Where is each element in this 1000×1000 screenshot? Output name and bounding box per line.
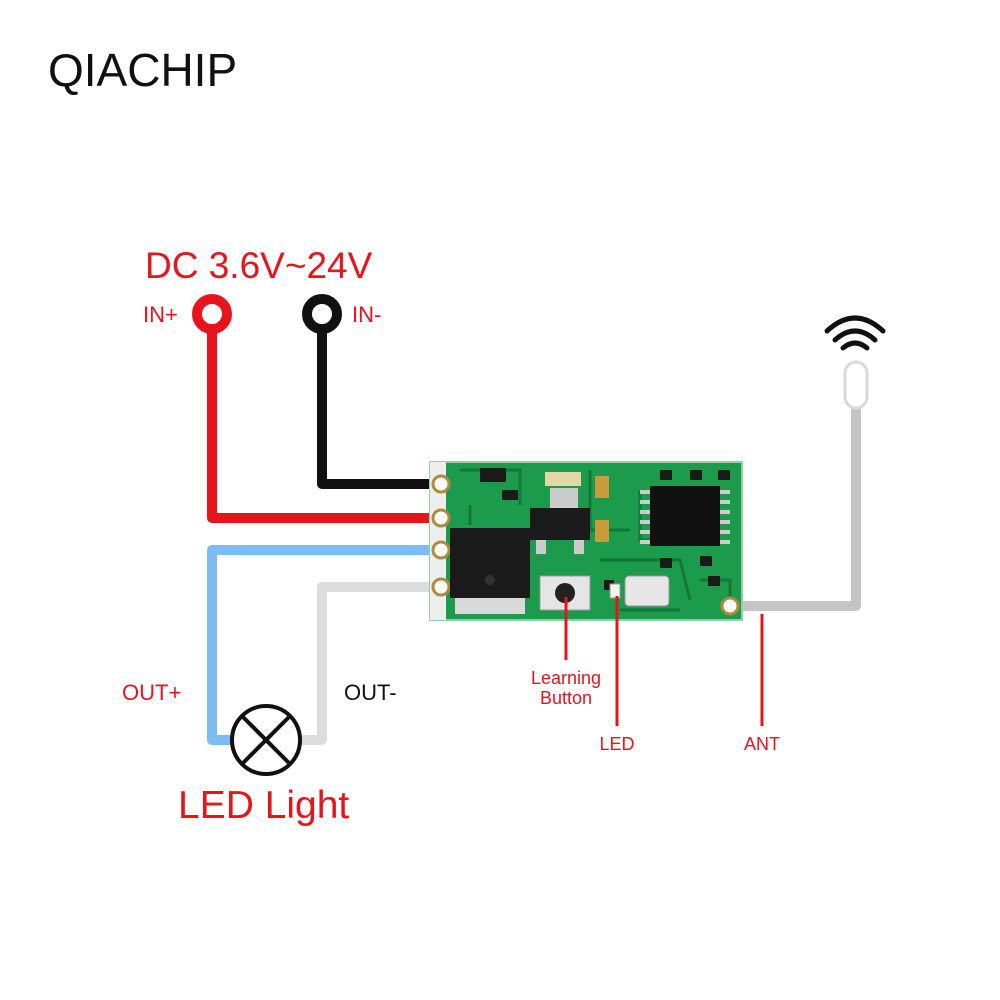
antenna-tip xyxy=(843,360,869,410)
ic-chip xyxy=(640,486,730,546)
led-label: LED xyxy=(599,734,634,754)
out-minus-wire xyxy=(298,582,440,745)
brand-title: QIACHIP xyxy=(48,44,237,96)
ant-label: ANT xyxy=(744,734,780,754)
in-minus-label: IN- xyxy=(352,302,381,327)
out-plus-label: OUT+ xyxy=(122,680,181,705)
antenna-wire xyxy=(732,400,861,611)
led-lamp-icon xyxy=(230,704,302,776)
crystal-oscillator xyxy=(624,575,670,607)
terminal-pads xyxy=(431,474,451,597)
led-light-label: LED Light xyxy=(178,784,349,827)
receiver-module-board xyxy=(429,461,743,621)
board-led xyxy=(609,583,621,599)
learning-button-label-line2: Button xyxy=(540,688,592,708)
in-plus-label: IN+ xyxy=(143,302,178,327)
in-minus-wire xyxy=(317,330,440,489)
regulator-component xyxy=(530,488,590,554)
in-plus-wire xyxy=(207,330,440,523)
in-plus-terminal xyxy=(192,294,232,334)
out-plus-wire xyxy=(207,545,440,745)
out-minus-label: OUT- xyxy=(344,680,397,705)
in-minus-terminal xyxy=(302,294,342,334)
mosfet-component xyxy=(450,528,530,614)
learning-button-label-line1: Learning xyxy=(531,668,601,688)
power-title: DC 3.6V~24V xyxy=(145,245,373,286)
wireless-signal-icon xyxy=(824,315,886,351)
